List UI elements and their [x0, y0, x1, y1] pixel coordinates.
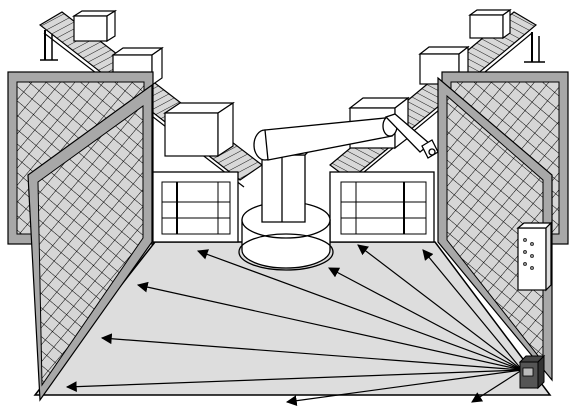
- scan-ray-icon: [285, 369, 523, 406]
- scan-ray-icon: [357, 244, 523, 371]
- safety-fence-right-icon: [437, 71, 569, 382]
- scan-ray-icon: [422, 249, 523, 371]
- scan-ray-icon: [328, 267, 523, 371]
- package-box-icon: [468, 8, 512, 40]
- laser-scanner-icon: [518, 354, 546, 390]
- scan-ray-icon: [196, 249, 523, 371]
- scan-ray-icon: [136, 281, 523, 371]
- control-box-icon: [516, 221, 553, 292]
- package-box-icon: [71, 9, 118, 43]
- scan-ray-icon: [100, 333, 523, 371]
- safety-fence-left-icon: [7, 71, 154, 402]
- package-box-icon: [163, 101, 235, 158]
- scan-ray-icon: [65, 369, 523, 393]
- back-fence: [151, 171, 435, 243]
- scan-ray-icon: [471, 369, 523, 403]
- scan-rays: [65, 244, 523, 406]
- robot-arm-icon: [238, 113, 439, 271]
